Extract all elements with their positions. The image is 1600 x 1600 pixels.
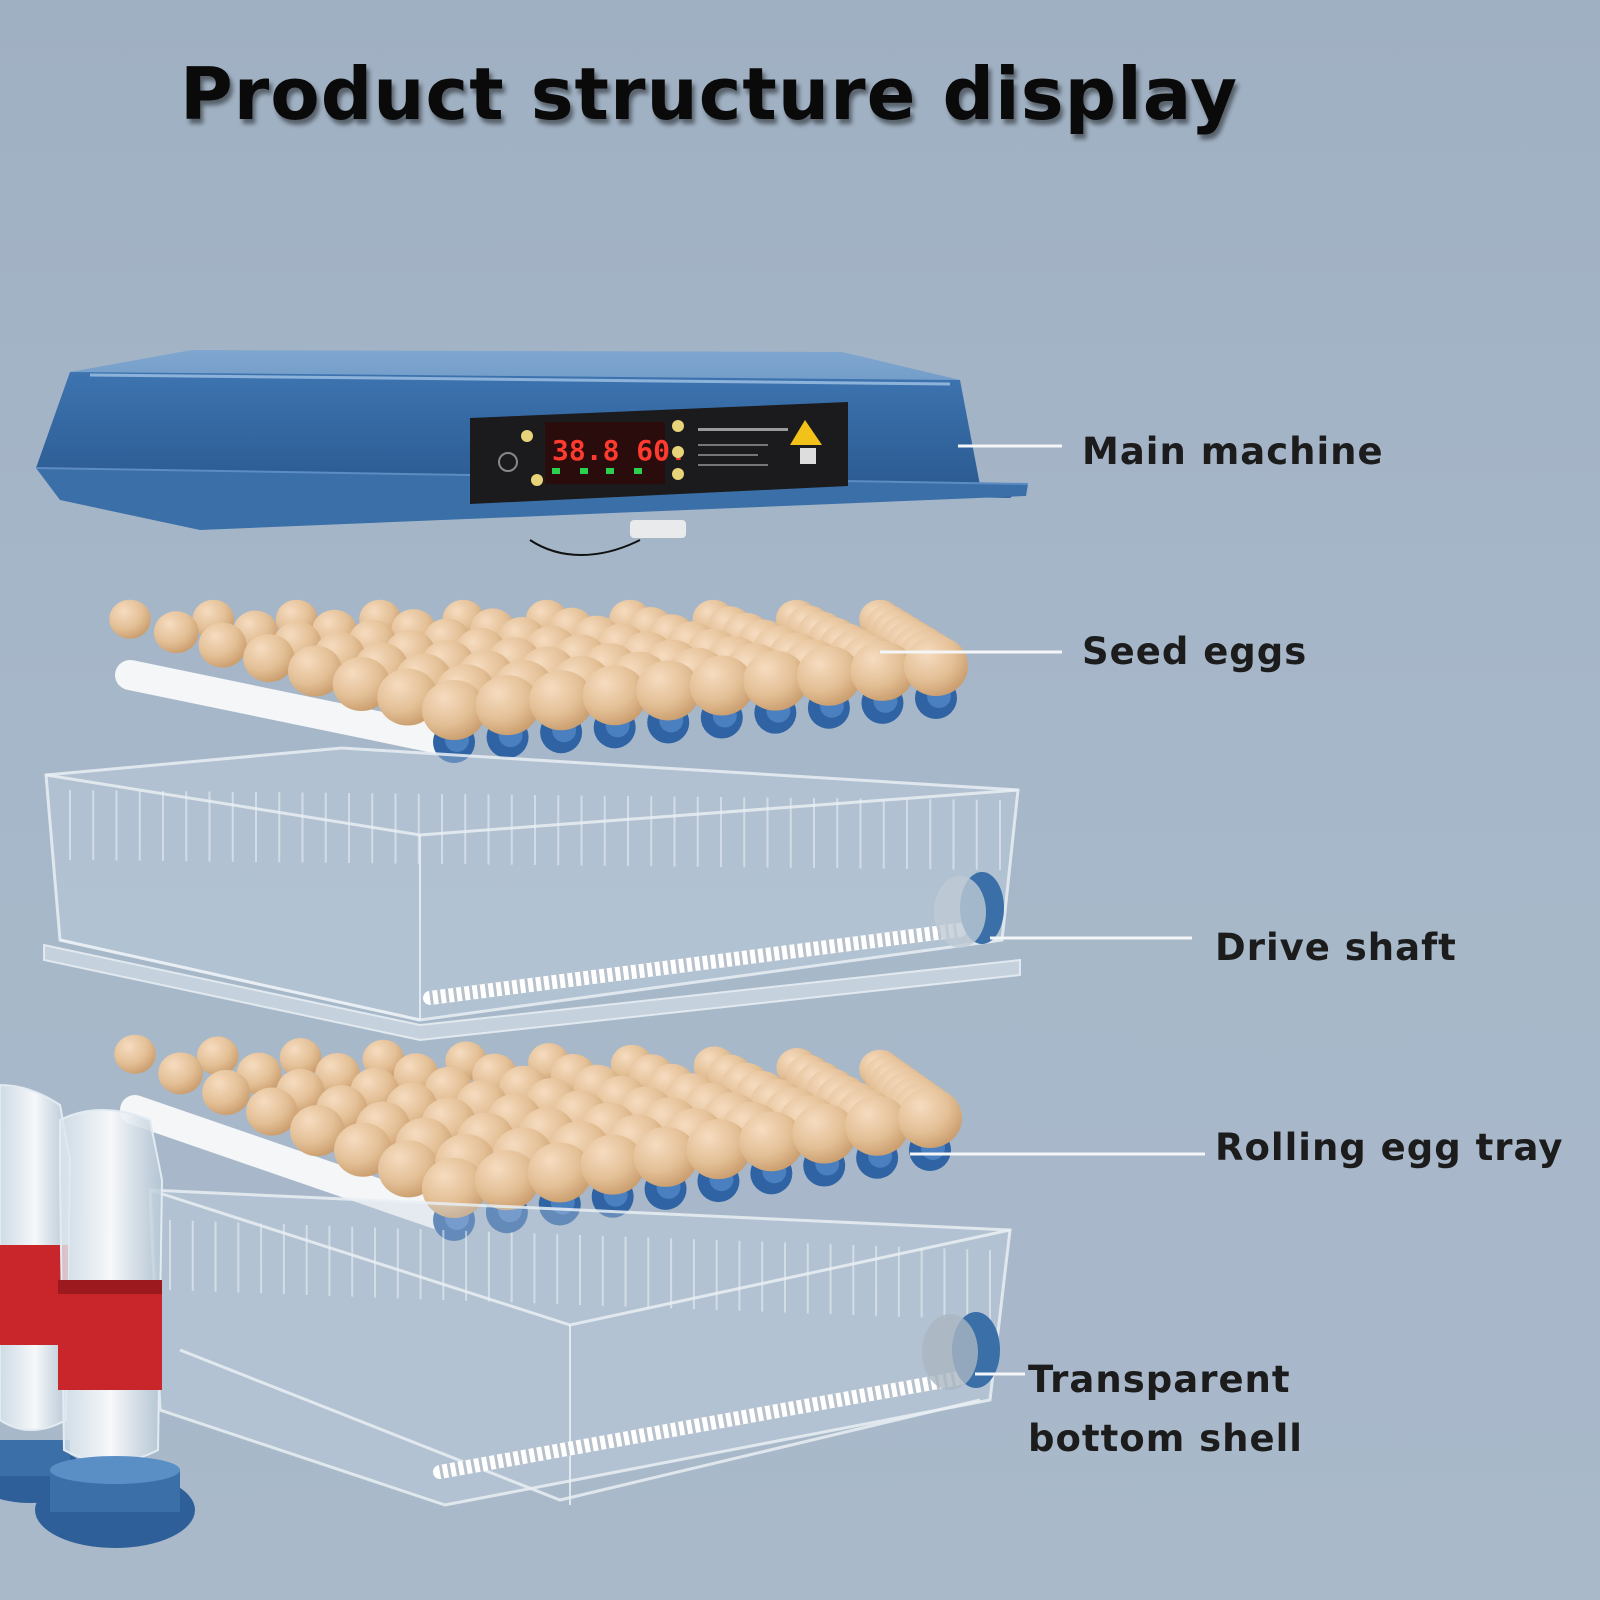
control-panel: 38.8 60. bbox=[470, 402, 848, 504]
warning-icon bbox=[790, 420, 822, 445]
leader-lines bbox=[880, 444, 1205, 1376]
lower-eggs bbox=[114, 1034, 962, 1218]
egg bbox=[290, 1105, 345, 1157]
egg bbox=[474, 1150, 539, 1211]
egg bbox=[332, 657, 391, 712]
egg bbox=[898, 1088, 962, 1148]
upper-eggs bbox=[109, 599, 968, 740]
egg bbox=[845, 1095, 910, 1156]
egg bbox=[196, 1036, 239, 1076]
callout-drive-shaft: Drive shaft bbox=[1215, 926, 1457, 969]
panel-button[interactable] bbox=[672, 420, 684, 432]
rolling-egg-tray-assembly bbox=[114, 1034, 962, 1241]
water-bottles bbox=[0, 1083, 195, 1548]
egg bbox=[792, 1103, 857, 1164]
callout-transparent-bottom-shell: Transparent bottom shell bbox=[1028, 1350, 1303, 1468]
upper-transparent-tray bbox=[43, 746, 1021, 1042]
callout-rolling-egg-tray: Rolling egg tray bbox=[1215, 1126, 1564, 1169]
roller-bar bbox=[115, 660, 469, 757]
egg bbox=[580, 1134, 645, 1195]
callout-line-1: Transparent bbox=[1028, 1358, 1291, 1401]
egg bbox=[529, 670, 594, 731]
panel-button[interactable] bbox=[672, 468, 684, 480]
main-machine: 38.8 60. bbox=[35, 350, 1029, 556]
callout-main-machine: Main machine bbox=[1082, 430, 1384, 473]
egg bbox=[636, 660, 701, 721]
led-display bbox=[545, 422, 665, 484]
egg bbox=[158, 1052, 203, 1095]
egg bbox=[114, 1034, 156, 1074]
egg bbox=[743, 650, 808, 711]
seed-eggs-assembly bbox=[109, 599, 968, 763]
egg bbox=[850, 640, 915, 701]
egg bbox=[475, 675, 540, 736]
drive-shaft bbox=[423, 872, 1004, 1005]
egg bbox=[796, 645, 861, 706]
qr-code-icon bbox=[800, 448, 816, 464]
egg bbox=[422, 680, 486, 740]
sensor-cable bbox=[529, 539, 641, 556]
egg bbox=[689, 655, 754, 716]
panel-button[interactable] bbox=[672, 446, 684, 458]
egg bbox=[334, 1122, 392, 1177]
panel-button[interactable] bbox=[521, 430, 533, 442]
egg bbox=[633, 1126, 698, 1187]
egg bbox=[315, 1052, 360, 1095]
led-readout: 38.8 60. bbox=[552, 434, 687, 467]
egg bbox=[153, 611, 199, 654]
egg bbox=[582, 665, 647, 726]
bottom-drive-shaft bbox=[433, 1312, 1000, 1479]
egg bbox=[686, 1119, 751, 1180]
water-bottle bbox=[35, 1109, 195, 1548]
egg bbox=[287, 645, 343, 697]
egg bbox=[527, 1142, 592, 1203]
callout-line-2: bottom shell bbox=[1028, 1417, 1303, 1461]
egg bbox=[904, 636, 968, 696]
egg bbox=[739, 1111, 804, 1172]
transparent-bottom-shell bbox=[148, 1188, 1012, 1507]
panel-button[interactable] bbox=[531, 474, 543, 486]
callout-seed-eggs: Seed eggs bbox=[1082, 630, 1308, 673]
egg bbox=[243, 634, 295, 683]
egg bbox=[279, 1038, 322, 1078]
power-button[interactable] bbox=[498, 452, 518, 472]
egg bbox=[202, 1069, 251, 1115]
egg bbox=[198, 622, 247, 668]
egg bbox=[246, 1087, 298, 1136]
egg bbox=[109, 599, 151, 639]
page-title: Product structure display bbox=[180, 52, 1239, 136]
